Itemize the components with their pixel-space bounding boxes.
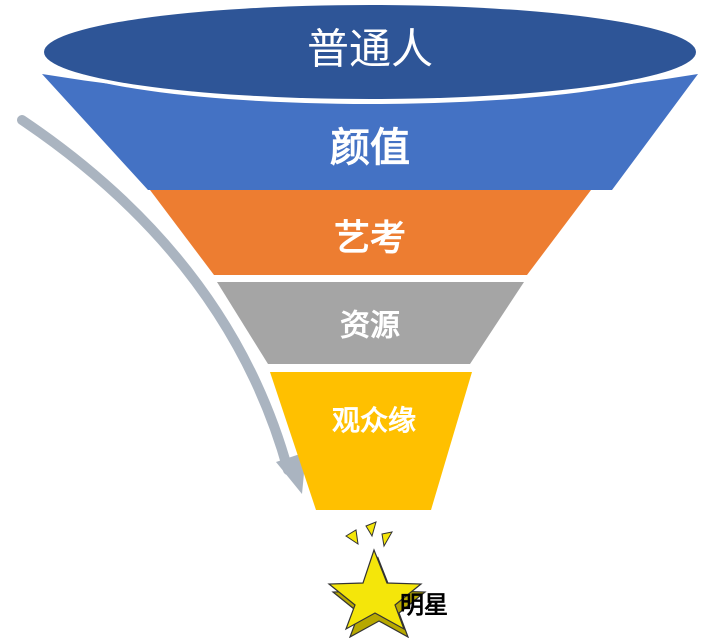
funnel-layer-label: 资源 — [340, 309, 400, 344]
flow-arrow-shaft — [17, 115, 293, 475]
sparkle-icon — [365, 521, 377, 538]
funnel-layer-label: 艺考 — [334, 218, 406, 259]
flow-arrow — [17, 115, 306, 494]
sparkle-icon — [381, 531, 393, 548]
star-icon — [327, 548, 423, 631]
funnel-layer-ziyuan: 资源 — [217, 282, 524, 364]
star-result-label: 明星 — [400, 591, 448, 619]
funnel-layer-shape — [150, 190, 591, 275]
funnel-layer-label: 观众缘 — [332, 404, 416, 437]
funnel-layer-putongren: 普通人 — [39, 0, 701, 104]
funnel-layer-shape — [217, 282, 524, 364]
funnel-layer-label: 普通人 — [307, 25, 433, 74]
funnel-layer-guanzhongyuan: 观众缘 — [270, 372, 472, 510]
flow-arrow-head — [276, 452, 306, 494]
funnel-layer-yanzhi: 颜值 — [42, 74, 698, 190]
funnel-layer-label: 颜值 — [330, 125, 410, 171]
funnel-layer-shape — [270, 372, 472, 510]
funnel-top-ellipse — [44, 5, 696, 99]
funnel-layer-yikao: 艺考 — [150, 190, 591, 275]
funnel-layer-shape — [42, 74, 698, 190]
sparkle-icon — [345, 529, 359, 546]
result-star-group: 明星 — [327, 521, 448, 638]
